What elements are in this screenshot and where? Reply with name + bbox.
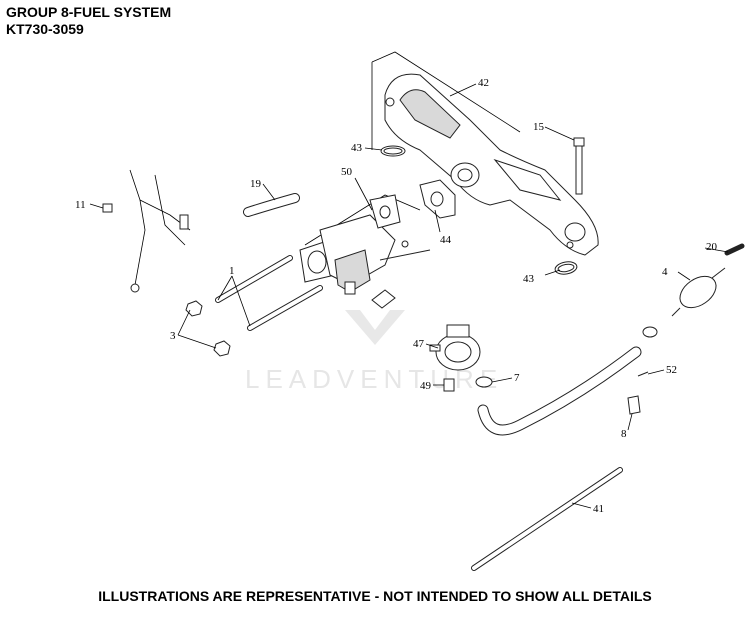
fitting-52: [637, 371, 649, 377]
line-clip: [627, 395, 641, 415]
carburetor: [299, 194, 431, 309]
callout-42: 42: [478, 77, 489, 89]
fuel-hose-long-inner: [472, 468, 622, 570]
callout-leaders: [89, 83, 729, 509]
callout-44: 44: [440, 234, 452, 246]
fuel-line-inner: [478, 347, 641, 435]
intake-manifold: [371, 51, 599, 256]
callout-11: 11: [75, 199, 86, 211]
pump-fitting: [443, 378, 455, 392]
studs: [215, 255, 323, 331]
fuel-pump: [429, 324, 481, 371]
callout-43-upper: 43: [351, 142, 363, 154]
callout-47: 47: [413, 338, 425, 350]
filter-hose-short: [724, 243, 745, 256]
o-ring-upper-inner: [383, 147, 403, 155]
hose-clamp: [475, 376, 493, 388]
callout-52: 52: [666, 364, 677, 376]
model-number: KT730-3059: [6, 21, 84, 37]
callout-43-lower: 43: [523, 273, 535, 285]
manifold-bolt: [573, 137, 585, 195]
callout-4: 4: [662, 266, 668, 278]
filter-clamp: [642, 326, 658, 338]
callout-49: 49: [420, 380, 432, 392]
fuel-filter: [671, 267, 726, 317]
o-ring-lower-inner: [557, 263, 575, 273]
callout-50: 50: [341, 166, 353, 178]
callout-3: 3: [170, 330, 176, 342]
nuts: [185, 300, 231, 357]
callout-15: 15: [533, 121, 545, 133]
callout-7: 7: [514, 372, 520, 384]
callout-1: 1: [229, 265, 235, 277]
wiring-harness: [102, 169, 191, 293]
disclaimer-footer: ILLUSTRATIONS ARE REPRESENTATIVE - NOT I…: [98, 588, 652, 604]
callout-8: 8: [621, 428, 627, 440]
callout-19: 19: [250, 178, 262, 190]
vent-hose-inner: [244, 194, 299, 216]
callout-20: 20: [706, 241, 718, 253]
watermark-logo: [345, 310, 405, 345]
callout-41: 41: [593, 503, 604, 515]
gasket-port: [430, 191, 444, 207]
diagram-title: GROUP 8-FUEL SYSTEM: [6, 4, 172, 20]
